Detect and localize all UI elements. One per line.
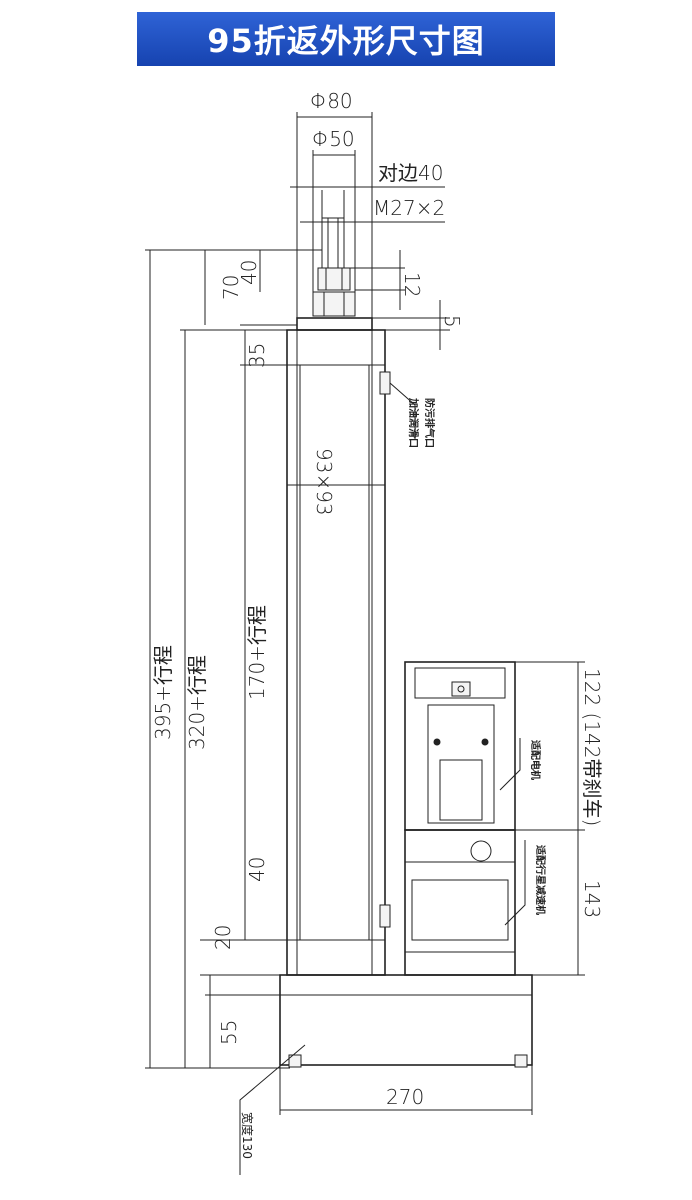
piston-rod	[312, 217, 356, 317]
title: 95折返外形尺寸图	[207, 22, 485, 60]
dim-55: 55	[217, 1020, 241, 1045]
motor	[404, 661, 516, 831]
title-banner: 95折返外形尺寸图	[137, 12, 555, 66]
dim-170: 170+行程	[245, 605, 269, 700]
dim-motor-length: 122 (142带刹车)	[580, 668, 604, 826]
dim-20: 20	[211, 925, 235, 950]
cylinder-body	[286, 317, 391, 976]
dim-70: 70	[219, 275, 243, 300]
dim-395: 395+行程	[151, 645, 175, 740]
dim-thread: M27×2	[373, 196, 445, 220]
dim-40-top: 40	[237, 260, 261, 285]
dim-35: 35	[245, 343, 269, 368]
dim-12: 12	[400, 272, 424, 297]
dim-across-flats: 对边40	[378, 161, 443, 185]
dimension-lines	[145, 112, 585, 1175]
dim-5: 5	[440, 315, 464, 328]
label-vent: 防污排气口	[423, 398, 436, 448]
reducer	[404, 829, 516, 976]
dim-40-bottom: 40	[245, 857, 269, 882]
base-plate	[279, 974, 533, 1068]
label-reducer: 适配行星减速机	[534, 845, 547, 915]
dim-phi80: Φ80	[310, 89, 353, 113]
dim-phi50: Φ50	[312, 127, 355, 151]
dim-320: 320+行程	[185, 655, 209, 750]
label-motor: 适配电机	[529, 740, 542, 780]
label-lube: 加油润滑口	[407, 397, 420, 448]
label-width: 宽度130	[240, 1112, 255, 1159]
dim-270: 270	[386, 1085, 424, 1109]
dim-section: 93×93	[312, 448, 336, 516]
dim-gear-length: 143	[580, 880, 604, 918]
